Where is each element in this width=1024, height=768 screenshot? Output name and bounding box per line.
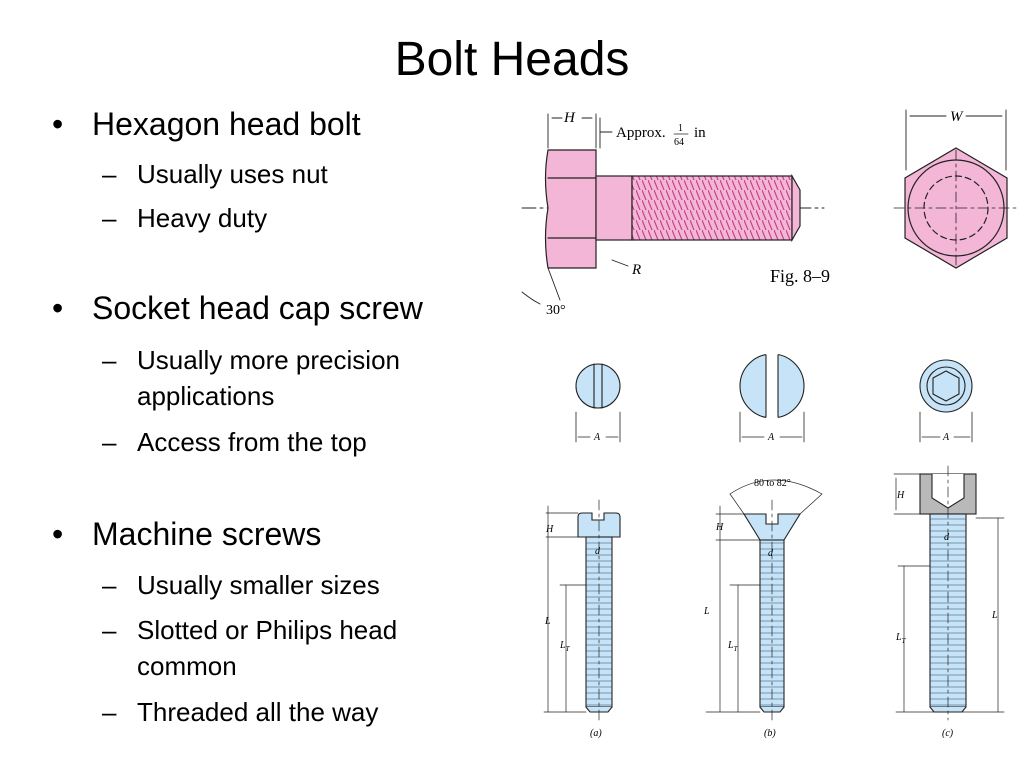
screw-top-view-c (919, 359, 973, 443)
bullet-text: Hexagon head bolt (92, 106, 361, 142)
label-a: A (593, 432, 601, 443)
sub-bullet-text: Slotted or Philips head common (137, 615, 398, 681)
label-lt: LT (895, 632, 907, 645)
sub-bullet-text: Usually smaller sizes (137, 570, 380, 600)
label-a: A (942, 432, 950, 443)
label-h: H (563, 110, 576, 126)
label-h: H (715, 522, 724, 533)
label-l: L (991, 610, 998, 621)
bullet-dot: • (52, 516, 64, 552)
label-lt: LT (559, 640, 571, 653)
label-r: R (631, 262, 641, 278)
label-a: A (767, 432, 775, 443)
sub-bullet-text: Access from the top (137, 427, 367, 457)
label-d: d (595, 546, 601, 557)
hex-bolt-end-view (893, 109, 1019, 269)
label-80-82-deg: 80 to 82° (754, 478, 791, 489)
sub-bullet-text: Usually more precision applications (137, 345, 400, 411)
label-lt: LT (727, 640, 739, 653)
bullet-text: Machine screws (92, 516, 322, 552)
screw-side-view-b (705, 479, 823, 721)
sub-bullet-text: Threaded all the way (137, 697, 379, 727)
label-frac-den: 64 (674, 137, 684, 148)
label-w: W (950, 109, 964, 125)
caption-c: (c) (942, 728, 954, 739)
label-in: in (694, 125, 706, 141)
bullet-dot: • (52, 290, 64, 326)
caption-b: (b) (764, 728, 776, 739)
label-l: L (703, 606, 710, 617)
hex-bolt-side-view (521, 113, 825, 305)
caption-a: (a) (590, 728, 602, 739)
label-approx: Approx. (616, 125, 666, 141)
figure-caption: Fig. 8–9 (770, 266, 830, 286)
screw-side-view-a (543, 499, 621, 721)
bullet-text: Socket head cap screw (92, 290, 423, 326)
label-frac-num: 1 (678, 123, 683, 134)
label-h: H (896, 490, 905, 501)
screw-top-view-a (575, 363, 621, 443)
slide-title: Bolt Heads (394, 33, 630, 86)
label-h: H (545, 524, 554, 535)
label-d: d (944, 532, 950, 543)
label-30-deg: 30° (546, 303, 566, 318)
label-l: L (544, 616, 551, 627)
sub-bullet-text: Usually uses nut (137, 159, 328, 189)
screw-top-view-b (739, 352, 805, 443)
screw-side-view-c (893, 465, 1005, 721)
label-d: d (768, 548, 774, 559)
bullet-dot: • (52, 106, 64, 142)
sub-bullet-text: Heavy duty (137, 203, 268, 233)
